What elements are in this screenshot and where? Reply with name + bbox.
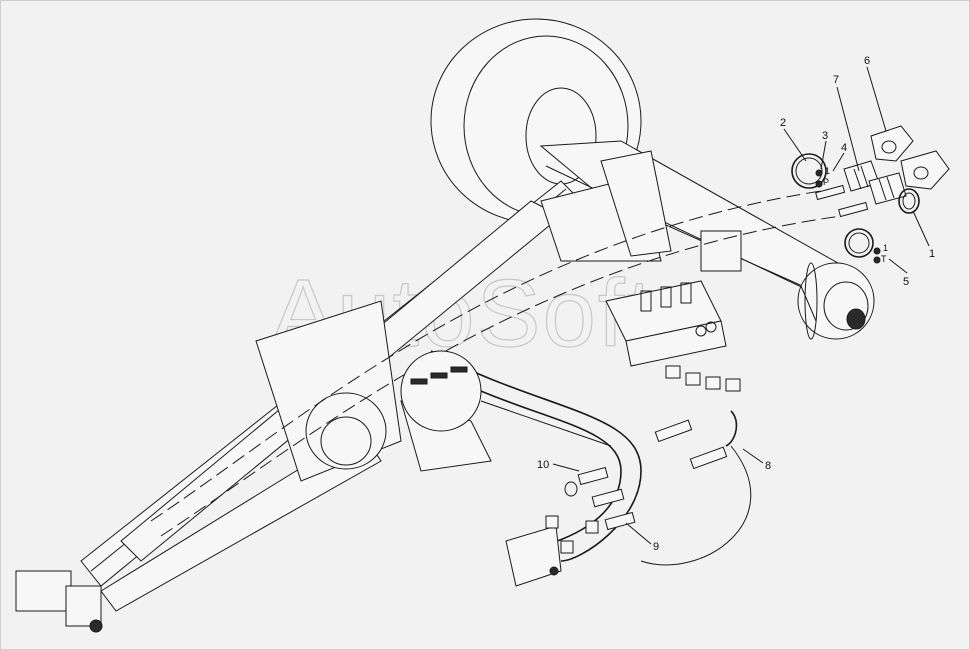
port-label-upper-number: 1 xyxy=(825,166,830,176)
hose-9-10 xyxy=(505,466,636,587)
port-label-lower-letter: T xyxy=(881,254,887,264)
callout-6: 6 xyxy=(864,55,870,67)
callout-9: 9 xyxy=(653,541,659,553)
hydraulic-lines xyxy=(150,190,842,562)
detail-circle xyxy=(400,350,612,447)
callout-leaders xyxy=(552,66,930,545)
callout-3: 3 xyxy=(822,130,828,142)
callout-8: 8 xyxy=(765,460,771,472)
callout-10: 10 xyxy=(537,459,549,471)
callout-7: 7 xyxy=(833,74,839,86)
callout-2: 2 xyxy=(780,117,786,129)
port-label-lower-number: 1 xyxy=(883,243,888,253)
callout-5: 5 xyxy=(903,276,909,288)
quick-couplers xyxy=(791,125,950,264)
valve-block xyxy=(605,280,741,392)
hose-8 xyxy=(640,410,752,566)
callout-4: 4 xyxy=(841,142,847,154)
callout-1: 1 xyxy=(929,248,935,260)
frame xyxy=(15,150,672,633)
port-label-upper-letter: P xyxy=(823,177,829,187)
